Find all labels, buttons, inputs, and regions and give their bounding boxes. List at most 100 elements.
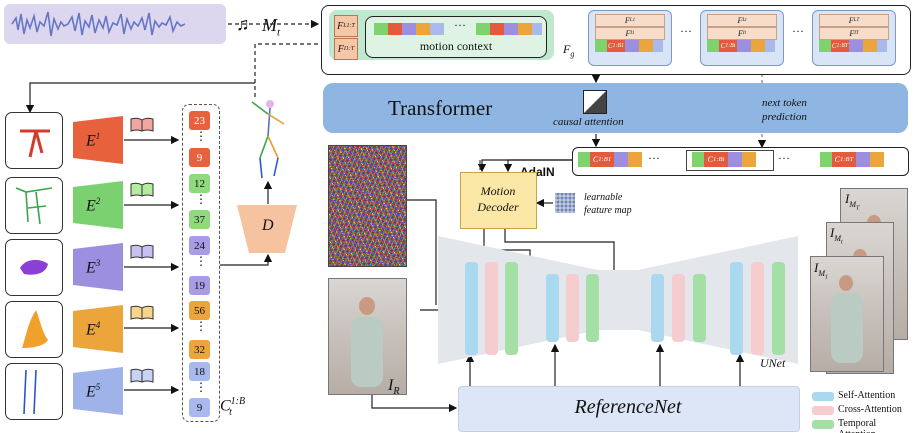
codebook-index-column	[182, 104, 220, 422]
decoder-dots: ···	[648, 151, 660, 165]
output-frame-1	[810, 256, 884, 372]
encoder-5	[73, 367, 123, 415]
code-index: 19	[189, 276, 210, 295]
feature-map-label: learnable feature map	[584, 192, 632, 216]
skeleton-input-3	[5, 239, 63, 296]
motion-context-label: motion context	[419, 39, 493, 53]
cross-attention-block	[751, 262, 764, 355]
code-index: 18	[189, 362, 210, 381]
pose-decoder	[237, 205, 297, 253]
encoder-2	[73, 181, 123, 229]
codebook-icon	[130, 244, 154, 259]
encoder-4	[73, 305, 123, 353]
fg-label: Fg	[563, 42, 575, 59]
codebook-icon	[130, 182, 154, 197]
legend-swatch-self	[812, 392, 834, 401]
code-index: 56	[189, 301, 210, 320]
motion-context-box: ··· motion context	[365, 16, 547, 58]
skeleton-input-4	[5, 301, 63, 358]
temporal-attention-block	[772, 262, 785, 355]
code-index: 9	[189, 148, 210, 167]
audio-waveform	[4, 4, 226, 44]
code-index: 37	[189, 210, 210, 229]
temporal-attention-block	[505, 262, 518, 355]
legend-label-cross: Cross-Attention	[838, 404, 902, 415]
legend-swatch-temporal	[812, 420, 834, 429]
code-index: 23	[189, 111, 210, 130]
referencenet-block	[458, 386, 800, 432]
skeleton-input-5	[5, 363, 63, 420]
unet-shape	[438, 236, 798, 364]
reference-image	[328, 278, 407, 395]
codebook-icon	[130, 305, 154, 320]
cross-attention-block	[485, 262, 498, 355]
audio-label: Mt	[262, 15, 281, 39]
encoder-5-label: E5	[86, 382, 101, 401]
cross-attention-block	[672, 274, 685, 342]
legend-label-self: Self-Attention	[838, 390, 896, 401]
temporal-attention-block	[586, 274, 599, 342]
noise-image	[328, 145, 407, 267]
self-attention-block	[465, 262, 478, 355]
code-index: 12	[189, 174, 210, 193]
legend-label-temporal: Temporal Attention	[838, 418, 877, 433]
unet-label: UNet	[760, 356, 786, 370]
context-dots: ···	[454, 18, 466, 32]
group-dots: ···	[680, 24, 692, 38]
output-label-1: IM1	[814, 260, 829, 281]
pose-decoder-label: D	[262, 217, 274, 234]
encoder-1	[73, 116, 123, 164]
codebook-icon	[130, 117, 154, 132]
motion-decoder-block	[460, 172, 537, 229]
codebook-label: C1:Bt	[220, 396, 246, 418]
index-dots: ⋮	[195, 192, 207, 206]
causal-attention-label: causal attention	[553, 116, 624, 128]
referencenet-label: ReferenceNet	[574, 396, 682, 418]
reference-image-label: IR	[388, 377, 400, 398]
feature-map-icon	[555, 193, 575, 213]
music-note-icon: ♫	[236, 14, 250, 34]
index-dots: ⋮	[195, 254, 207, 268]
encoder-2-label: E2	[86, 196, 101, 215]
code-index: 24	[189, 236, 210, 255]
encoder-3-label: E3	[86, 258, 101, 277]
cross-attention-block	[566, 274, 579, 342]
skeleton-input-2	[5, 177, 63, 234]
encoder-4-label: E4	[86, 320, 101, 339]
output-label-t: IMt	[830, 225, 843, 246]
index-dots: ⋮	[195, 319, 207, 333]
next-token-label: next token prediction	[762, 97, 807, 123]
self-attention-block	[651, 274, 664, 342]
waveform-icon	[11, 11, 186, 37]
self-attention-block	[546, 274, 559, 342]
decoder-token-current-frame	[686, 150, 774, 171]
group-dots: ···	[792, 24, 804, 38]
code-index: 32	[189, 340, 210, 359]
encoder-1-label: E1	[86, 131, 101, 150]
skeleton-input-1	[5, 112, 63, 169]
transformer-title: Transformer	[388, 96, 493, 120]
causal-mask-icon	[583, 90, 607, 114]
self-attention-block	[730, 262, 743, 355]
legend-swatch-cross	[812, 406, 834, 415]
transformer-block	[323, 83, 908, 133]
codebook-icon	[130, 368, 154, 383]
context-down-dashed	[254, 43, 318, 100]
motion-decoder-label: Motion Decoder	[477, 184, 519, 214]
encoder-3	[73, 243, 123, 291]
index-dots: ⋮	[195, 380, 207, 394]
